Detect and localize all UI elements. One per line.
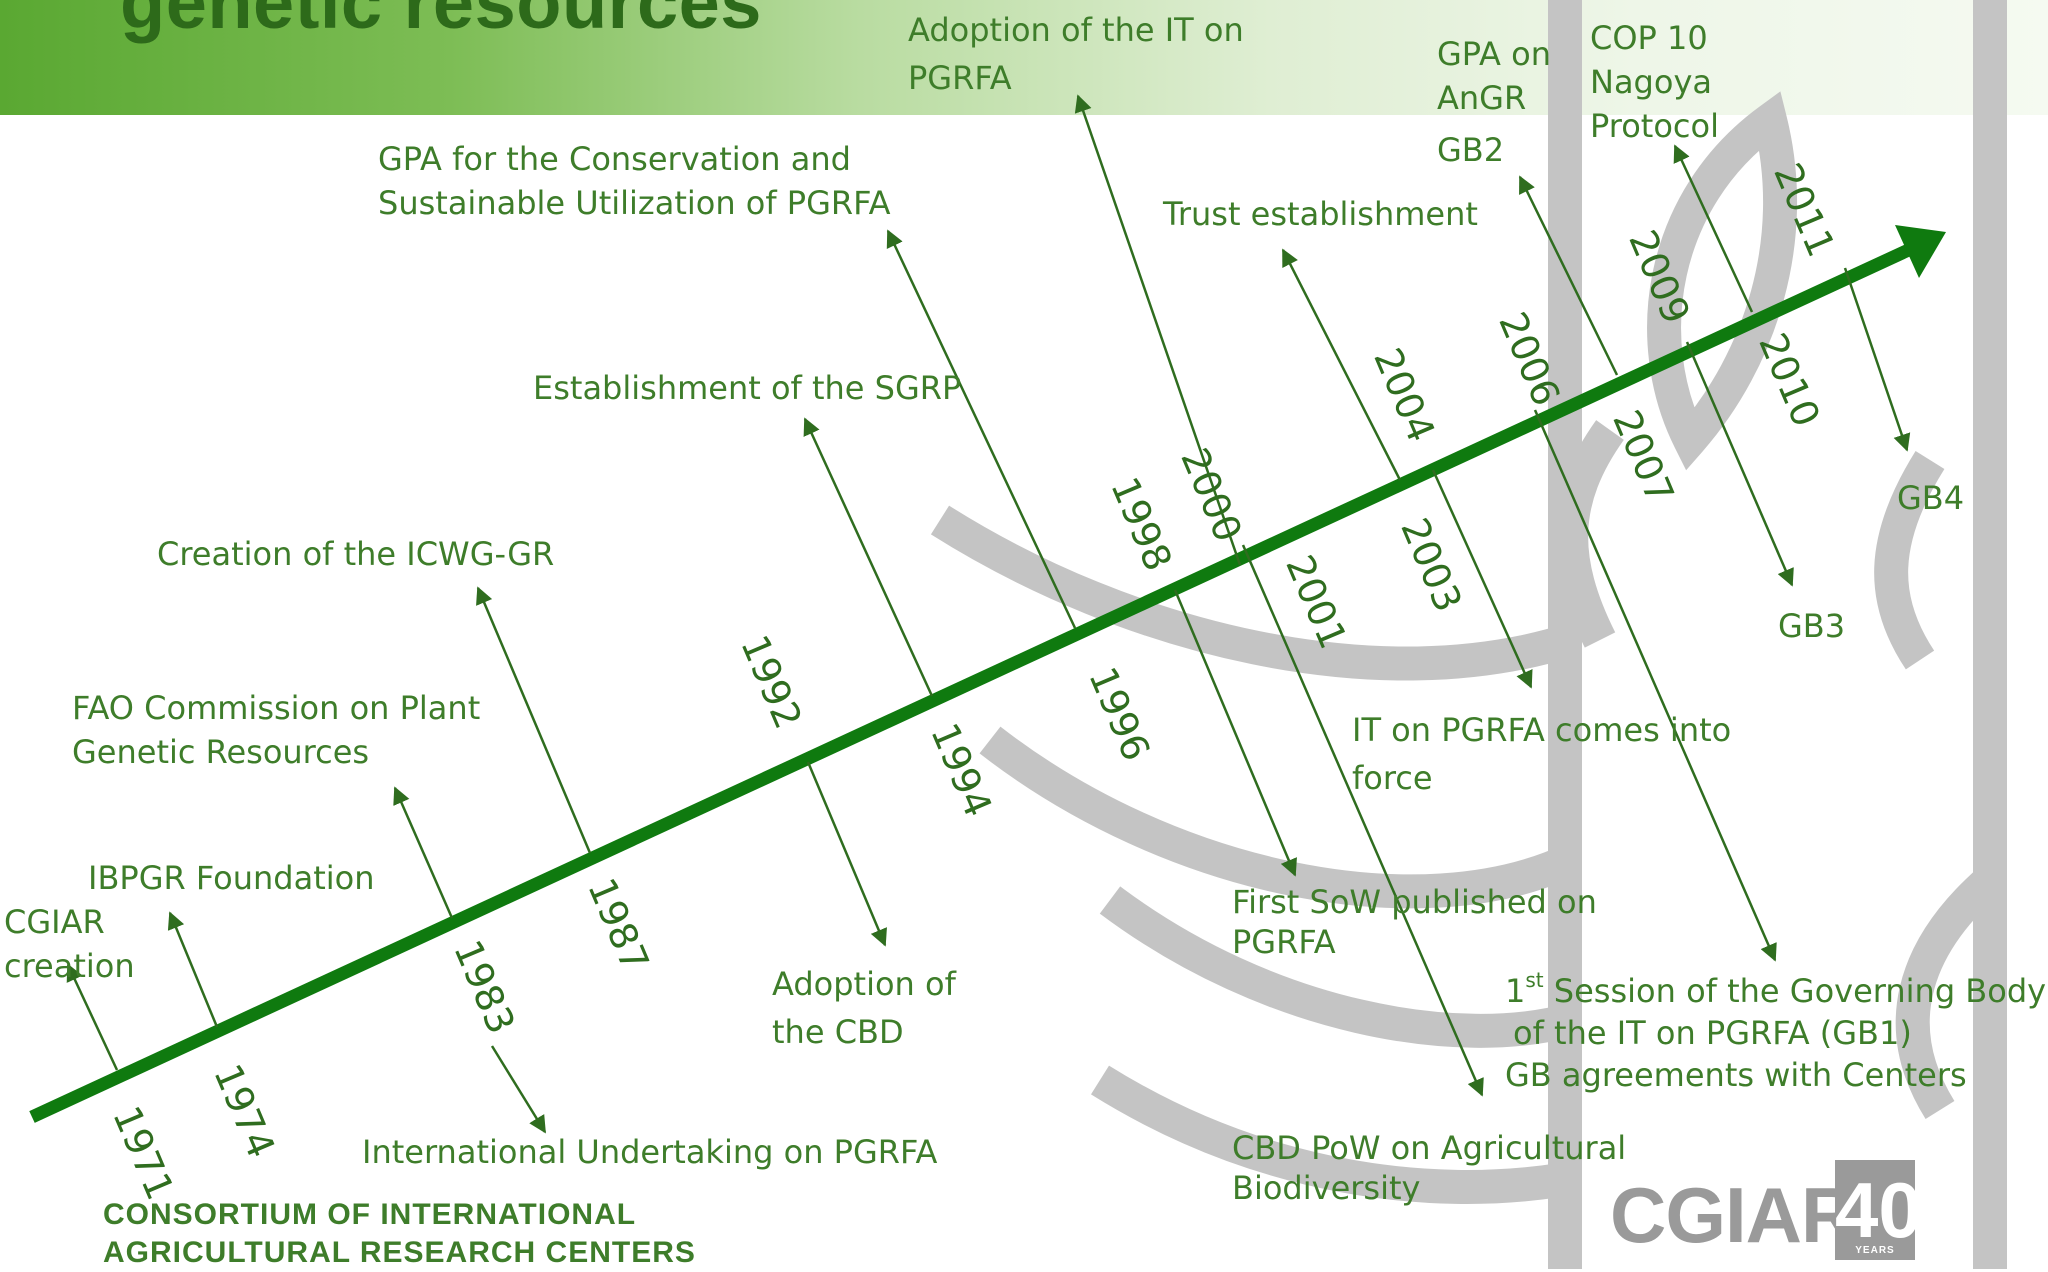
arrow-cgiar-creation xyxy=(66,963,119,1071)
logo-text: CGIAR xyxy=(1610,1171,1857,1259)
slide-title: genetic resources xyxy=(120,0,762,44)
event-ibpgr-foundation: IBPGR Foundation xyxy=(88,859,375,897)
arrow-nagoya xyxy=(1673,144,1754,313)
event-international-undertaking: International Undertaking on PGRFA xyxy=(362,1133,938,1171)
timeline-axis xyxy=(29,241,1918,1123)
event-gb1: 1st Session of the Governing Body of the… xyxy=(1505,968,2047,1094)
arrow-ibpgr xyxy=(167,911,219,1028)
arrow-it-adoption xyxy=(1074,94,1242,566)
arrow-gb1 xyxy=(1533,409,1777,962)
arrow-sgrp xyxy=(803,417,934,697)
event-nagoya: COP 10 Nagoya Protocol xyxy=(1590,19,1719,145)
event-fao-commission: FAO Commission on Plant Genetic Resource… xyxy=(72,689,481,771)
footer-org-name: CONSORTIUM OF INTERNATIONAL AGRICULTURAL… xyxy=(103,1198,696,1269)
arrow-gb3 xyxy=(1685,341,1794,587)
event-gb3: GB3 xyxy=(1778,607,1846,645)
event-it-force: IT on PGRFA comes into force xyxy=(1352,711,1732,797)
event-it-adoption: Adoption of the IT on PGRFA xyxy=(908,11,1244,97)
event-gb2: GB2 xyxy=(1437,131,1505,169)
event-cgiar-creation: CGIAR creation xyxy=(4,903,135,985)
arrow-cbd-adoption xyxy=(806,761,887,947)
timeline-arrowhead-icon xyxy=(1895,225,1946,278)
event-sgrp: Establishment of the SGRP xyxy=(533,369,962,407)
arrow-gpa-pgrfa xyxy=(886,229,1077,629)
arrow-icwg-gr xyxy=(476,586,592,854)
arrow-fao-commission xyxy=(393,786,454,919)
event-cbd-adoption: Adoption of the CBD xyxy=(772,965,956,1051)
event-first-sow: First SoW published on PGRFA xyxy=(1232,883,1597,961)
arrow-it-force xyxy=(1431,469,1533,689)
event-gpa-pgrfa: GPA for the Conservation and Sustainable… xyxy=(378,140,891,222)
event-cbd-pow: CBD PoW on Agricultural Biodiversity xyxy=(1232,1129,1627,1207)
arrow-cbd-pow xyxy=(1241,544,1484,1097)
event-trust: Trust establishment xyxy=(1163,195,1478,233)
arrow-gb4 xyxy=(1843,267,1911,452)
arrow-international-undertaking xyxy=(490,1045,547,1134)
arrow-trust xyxy=(1281,248,1402,481)
wheat-watermark-icon xyxy=(930,0,2007,1269)
arrow-gb2 xyxy=(1518,175,1619,376)
event-icwg-gr: Creation of the ICWG-GR xyxy=(157,535,555,573)
arrow-first-sow xyxy=(1173,589,1297,877)
event-gpa-angr: GPA on AnGR xyxy=(1437,35,1551,117)
title-banner: genetic resources xyxy=(0,0,2048,115)
event-gb4: GB4 xyxy=(1897,479,1965,517)
